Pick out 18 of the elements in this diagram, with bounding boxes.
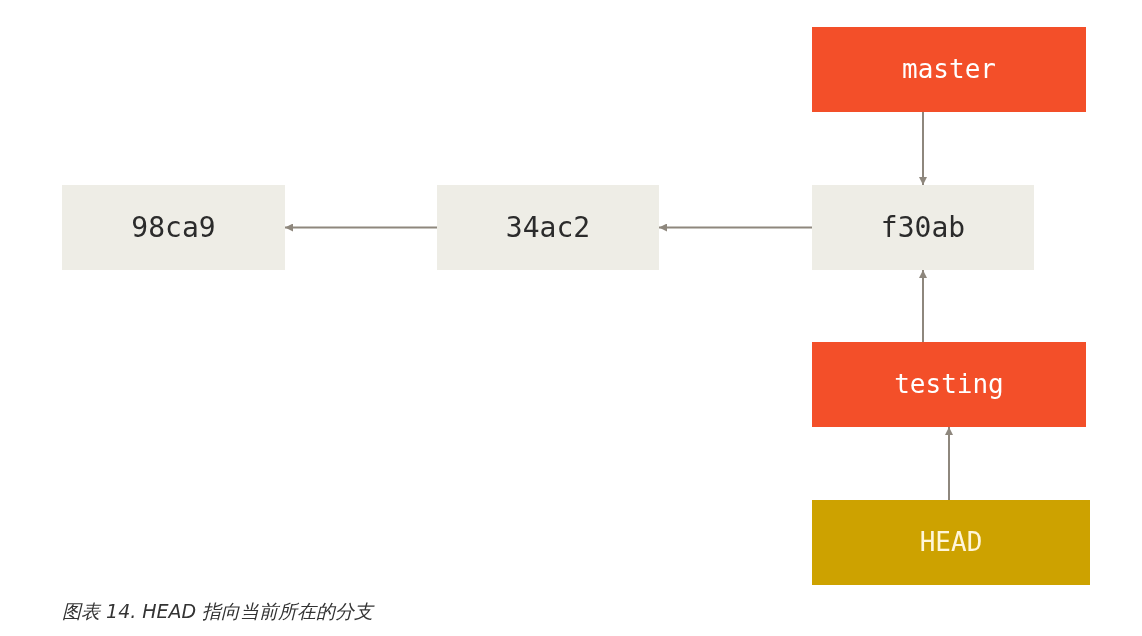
arrow [284,223,438,232]
commit-box [62,185,285,270]
figure-caption: 图表 14. HEAD 指向当前所在的分支 [62,599,374,624]
commit-box [437,185,659,270]
arrow [658,223,813,232]
node-label: HEAD [919,526,983,559]
node-label: master [902,53,996,86]
commit-box [812,185,1034,270]
branch-box [812,27,1086,112]
arrow [919,111,927,186]
node-label: f30ab [880,209,966,246]
node-label: 98ca9 [131,209,216,246]
branch-box [812,342,1086,427]
arrow [919,269,927,343]
arrow [945,426,953,501]
node-label: 34ac2 [505,209,591,246]
head-pointer-box [812,500,1090,585]
node-label: testing [894,368,1004,401]
